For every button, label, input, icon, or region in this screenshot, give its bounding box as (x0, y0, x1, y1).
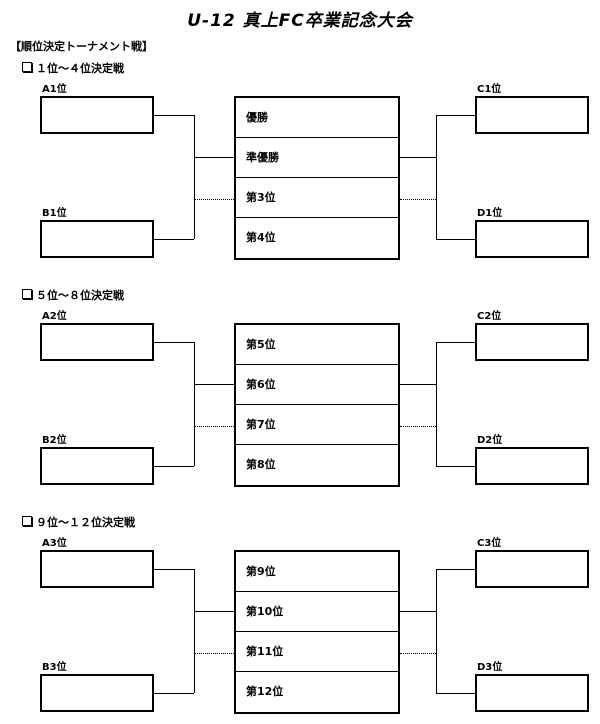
rank-cell[interactable]: 準優勝 (236, 138, 398, 178)
rank-cell[interactable]: 優勝 (236, 98, 398, 138)
team-label-left-bottom: B2位 (42, 435, 67, 446)
rank-cell[interactable]: 第10位 (236, 592, 398, 632)
rank-cell[interactable]: 第5位 (236, 325, 398, 365)
team-box-right-bottom[interactable] (475, 447, 589, 485)
team-box-left-bottom[interactable] (40, 447, 154, 485)
team-label-right-top: C1位 (477, 84, 502, 95)
team-label-right-bottom: D1位 (477, 208, 503, 219)
page-title: U-12 真上FC卒業記念大会 (187, 11, 413, 31)
rank-cell[interactable]: 第9位 (236, 552, 398, 592)
rank-cell[interactable]: 第11位 (236, 632, 398, 672)
team-box-right-bottom[interactable] (475, 674, 589, 712)
rank-cell[interactable]: 第7位 (236, 405, 398, 445)
rank-cell[interactable]: 第8位 (246, 458, 276, 471)
team-box-left-top[interactable] (40, 550, 154, 588)
team-label-right-bottom: D3位 (477, 662, 503, 673)
checkbox-icon (22, 62, 32, 72)
team-box-right-bottom[interactable] (475, 220, 589, 258)
ranking-column: 第5位 第6位 第7位 第8位 (234, 323, 400, 487)
team-box-right-top[interactable] (475, 550, 589, 588)
rank-cell[interactable]: 第12位 (246, 685, 284, 698)
team-label-left-bottom: B1位 (42, 208, 67, 219)
checkbox-icon (22, 516, 32, 526)
team-box-left-top[interactable] (40, 96, 154, 134)
bracket-heading: ９位～１２位決定戦 (22, 514, 135, 530)
rank-cell[interactable]: 第3位 (236, 178, 398, 218)
team-label-left-bottom: B3位 (42, 662, 67, 673)
section-label: 【順位決定トーナメント戦】 (10, 40, 153, 53)
team-label-right-top: C3位 (477, 538, 502, 549)
team-box-left-bottom[interactable] (40, 674, 154, 712)
team-box-right-top[interactable] (475, 323, 589, 361)
ranking-column: 優勝 準優勝 第3位 第4位 (234, 96, 400, 260)
team-box-left-top[interactable] (40, 323, 154, 361)
team-label-right-top: C2位 (477, 311, 502, 322)
team-box-left-bottom[interactable] (40, 220, 154, 258)
checkbox-icon (22, 289, 32, 299)
bracket-heading: ５位～８位決定戦 (22, 287, 124, 303)
team-label-left-top: A2位 (42, 311, 67, 322)
rank-cell[interactable]: 第6位 (236, 365, 398, 405)
ranking-column: 第9位 第10位 第11位 第12位 (234, 550, 400, 714)
team-box-right-top[interactable] (475, 96, 589, 134)
team-label-left-top: A3位 (42, 538, 67, 549)
rank-cell[interactable]: 第4位 (246, 231, 276, 244)
team-label-right-bottom: D2位 (477, 435, 503, 446)
team-label-left-top: A1位 (42, 84, 67, 95)
bracket-heading: １位～４位決定戦 (22, 60, 124, 76)
